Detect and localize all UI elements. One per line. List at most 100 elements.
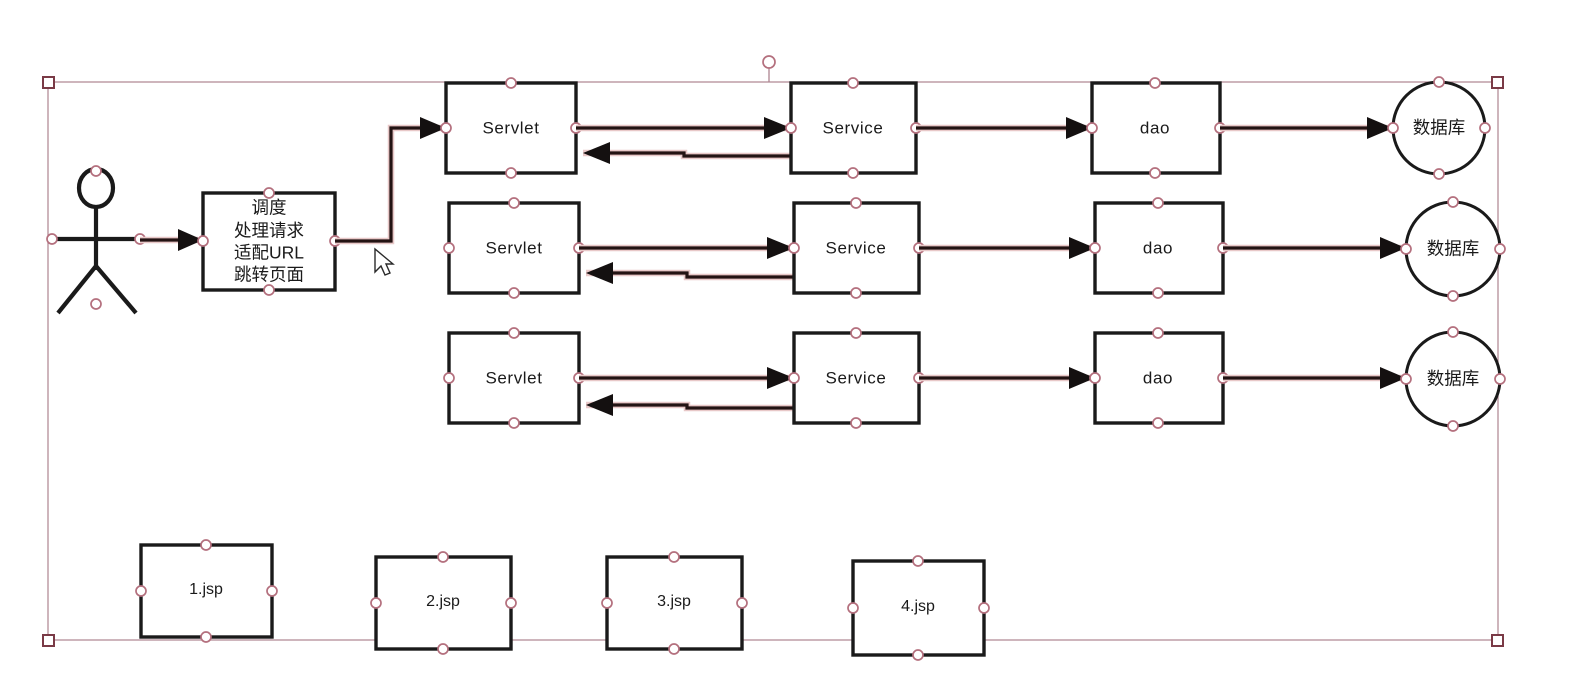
connector-dao-to-database-row-3[interactable] — [1223, 367, 1406, 389]
database-2-handle-top[interactable] — [1447, 196, 1459, 208]
service-1-handle-left[interactable] — [785, 122, 797, 134]
service-box-row-3[interactable]: Service — [788, 327, 925, 429]
service-box-row-1[interactable]: Service — [785, 77, 922, 179]
database-3-handle-right[interactable] — [1494, 373, 1506, 385]
actor-handle-top[interactable] — [90, 165, 102, 177]
jsp-2-handle-left[interactable] — [370, 597, 382, 609]
service-1-handle-top[interactable] — [847, 77, 859, 89]
dao-1-handle-top[interactable] — [1149, 77, 1161, 89]
service-3-handle-top[interactable] — [850, 327, 862, 339]
dao-3-handle-top[interactable] — [1152, 327, 1164, 339]
jsp-4-handle-left[interactable] — [847, 602, 859, 614]
servlet-box-row-1[interactable]: Servlet — [440, 77, 582, 179]
dao-1-handle-bottom[interactable] — [1149, 167, 1161, 179]
servlet-1-handle-left[interactable] — [440, 122, 452, 134]
actor-handle-left[interactable] — [46, 233, 58, 245]
database-3-handle-left[interactable] — [1400, 373, 1412, 385]
database-1-handle-left[interactable] — [1387, 122, 1399, 134]
connector-dao-to-database-row-2[interactable] — [1223, 237, 1406, 259]
service-2-handle-top[interactable] — [850, 197, 862, 209]
servlet-3-handle-left[interactable] — [443, 372, 455, 384]
service-2-handle-bottom[interactable] — [850, 287, 862, 299]
jsp-3-handle-bottom[interactable] — [668, 643, 680, 655]
jsp-box-3[interactable]: 3.jsp — [601, 551, 748, 655]
servlet-box-row-2[interactable]: Servlet — [443, 197, 585, 299]
service-1-handle-bottom[interactable] — [847, 167, 859, 179]
servlet-box-row-3[interactable]: Servlet — [443, 327, 585, 429]
selection-handle-top-left[interactable] — [42, 76, 55, 89]
service-3-handle-bottom[interactable] — [850, 417, 862, 429]
database-2-handle-right[interactable] — [1494, 243, 1506, 255]
dispatcher-box[interactable]: 调度 处理请求 适配URL 跳转页面 — [197, 187, 341, 296]
service-2-handle-left[interactable] — [788, 242, 800, 254]
selection-handle-top-right[interactable] — [1491, 76, 1504, 89]
connector-service-to-dao-row-1[interactable] — [916, 117, 1092, 139]
jsp-page-boxes[interactable]: 1.jsp 2.jsp 3.jsp 4.jsp — [135, 539, 990, 661]
dispatcher-handle-left[interactable] — [197, 235, 209, 247]
jsp-1-handle-bottom[interactable] — [200, 631, 212, 643]
jsp-box-4[interactable]: 4.jsp — [847, 555, 990, 661]
jsp-2-handle-right[interactable] — [505, 597, 517, 609]
service-3-handle-left[interactable] — [788, 372, 800, 384]
database-circle-row-1[interactable]: 数据库 — [1387, 76, 1491, 180]
jsp-3-handle-left[interactable] — [601, 597, 613, 609]
connector-service-to-dao-row-3[interactable] — [919, 367, 1095, 389]
actor-handle-bottom[interactable] — [90, 298, 102, 310]
database-circle-row-2[interactable]: 数据库 — [1400, 196, 1506, 302]
servlet-3-handle-top[interactable] — [508, 327, 520, 339]
database-circle-row-3[interactable]: 数据库 — [1400, 326, 1506, 432]
service-box-row-2[interactable]: Service — [788, 197, 925, 299]
database-1-handle-right[interactable] — [1479, 122, 1491, 134]
connector-servlet-to-service-row-2[interactable] — [579, 237, 794, 259]
dao-box-row-3[interactable]: dao — [1089, 327, 1229, 429]
jsp-4-handle-right[interactable] — [978, 602, 990, 614]
database-2-handle-left[interactable] — [1400, 243, 1412, 255]
database-2-handle-bottom[interactable] — [1447, 290, 1459, 302]
servlet-1-handle-top[interactable] — [505, 77, 517, 89]
selection-handle-bottom-left[interactable] — [42, 634, 55, 647]
dispatcher-handle-top[interactable] — [263, 187, 275, 199]
dao-box-row-1[interactable]: dao — [1086, 77, 1226, 179]
selection-handle-bottom-right[interactable] — [1491, 634, 1504, 647]
jsp-box-1[interactable]: 1.jsp — [135, 539, 278, 643]
connector-service-to-servlet-row-1[interactable] — [583, 142, 791, 164]
actor-stick-figure[interactable] — [46, 165, 146, 315]
jsp-2-handle-bottom[interactable] — [437, 643, 449, 655]
servlet-3-handle-bottom[interactable] — [508, 417, 520, 429]
jsp-1-handle-right[interactable] — [266, 585, 278, 597]
jsp-4-handle-bottom[interactable] — [912, 649, 924, 661]
dao-3-handle-bottom[interactable] — [1152, 417, 1164, 429]
jsp-2-handle-top[interactable] — [437, 551, 449, 563]
servlet-2-handle-top[interactable] — [508, 197, 520, 209]
dao-2-handle-top[interactable] — [1152, 197, 1164, 209]
database-1-handle-top[interactable] — [1433, 76, 1445, 88]
row-3[interactable]: Servlet Service — [443, 326, 1506, 432]
connector-servlet-to-service-row-1[interactable] — [576, 117, 791, 139]
connector-actor-to-dispatcher[interactable] — [140, 229, 203, 251]
jsp-3-handle-right[interactable] — [736, 597, 748, 609]
database-1-handle-bottom[interactable] — [1433, 168, 1445, 180]
jsp-1-handle-left[interactable] — [135, 585, 147, 597]
jsp-1-handle-top[interactable] — [200, 539, 212, 551]
connector-servlet-to-service-row-3[interactable] — [579, 367, 794, 389]
dao-box-row-2[interactable]: dao — [1089, 197, 1229, 299]
dao-2-handle-left[interactable] — [1089, 242, 1101, 254]
database-3-handle-bottom[interactable] — [1447, 420, 1459, 432]
row-1[interactable]: Servlet Service — [440, 76, 1491, 180]
rotation-handle[interactable] — [762, 55, 776, 82]
dao-3-handle-left[interactable] — [1089, 372, 1101, 384]
servlet-1-handle-bottom[interactable] — [505, 167, 517, 179]
jsp-4-handle-top[interactable] — [912, 555, 924, 567]
connector-dao-to-database-row-1[interactable] — [1220, 117, 1393, 139]
connector-service-to-servlet-row-2[interactable] — [586, 262, 794, 284]
connector-service-to-dao-row-2[interactable] — [919, 237, 1095, 259]
connector-dispatcher-to-servlet-1[interactable] — [335, 117, 446, 245]
jsp-3-handle-top[interactable] — [668, 551, 680, 563]
connector-service-to-servlet-row-3[interactable] — [586, 394, 794, 416]
dao-1-handle-left[interactable] — [1086, 122, 1098, 134]
servlet-2-handle-bottom[interactable] — [508, 287, 520, 299]
dao-2-handle-bottom[interactable] — [1152, 287, 1164, 299]
servlet-2-handle-left[interactable] — [443, 242, 455, 254]
